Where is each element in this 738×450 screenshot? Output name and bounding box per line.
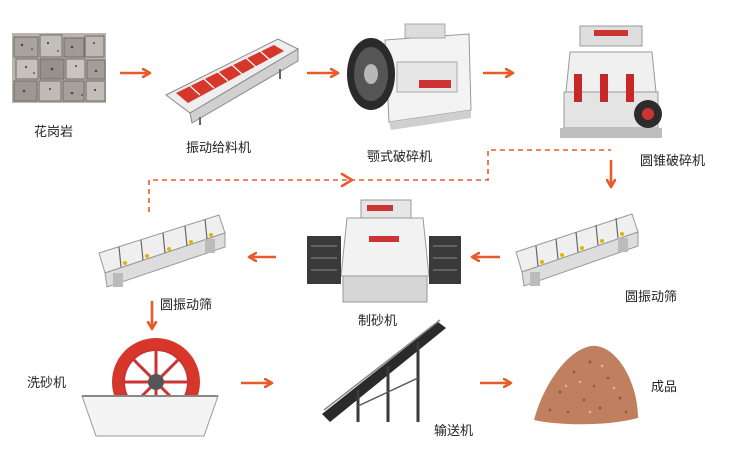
vibrating-screen-icon — [512, 212, 642, 290]
vibrating-feeder-icon — [160, 35, 300, 125]
conveyor-node — [318, 318, 450, 426]
sand-washer-node — [78, 336, 228, 440]
sand-maker-node — [303, 196, 465, 306]
finished-product-label: 成品 — [651, 376, 677, 395]
cone-crusher-label: 圆锥破碎机 — [640, 150, 705, 169]
jaw-crusher-node — [345, 22, 475, 130]
cone-crusher-node — [556, 22, 666, 140]
sand-making-machine-icon — [303, 196, 465, 306]
conveyor-label: 输送机 — [434, 420, 473, 439]
cone-crusher-icon — [556, 22, 666, 140]
jaw-crusher-icon — [345, 22, 475, 130]
vibrating-feeder-node — [160, 35, 300, 125]
granite-label: 花岗岩 — [34, 121, 73, 140]
vibrating-feeder-label: 振动给料机 — [186, 137, 251, 156]
vibrating-screen-left-label: 圆振动筛 — [160, 294, 212, 313]
vibrating-screen-left-node — [95, 213, 230, 291]
vibrating-screen-right-node — [512, 212, 642, 290]
sand-pile-icon — [530, 342, 642, 426]
granite-rock-icon — [12, 33, 106, 103]
wheel-sand-washer-icon — [78, 336, 228, 440]
granite-node — [12, 33, 106, 103]
vibrating-screen-icon — [95, 213, 230, 291]
jaw-crusher-label: 颚式破碎机 — [367, 146, 432, 165]
vibrating-screen-right-label: 圆振动筛 — [625, 286, 677, 305]
belt-conveyor-icon — [318, 318, 450, 426]
sand-washer-label: 洗砂机 — [27, 372, 66, 391]
finished-product-node — [530, 342, 642, 426]
